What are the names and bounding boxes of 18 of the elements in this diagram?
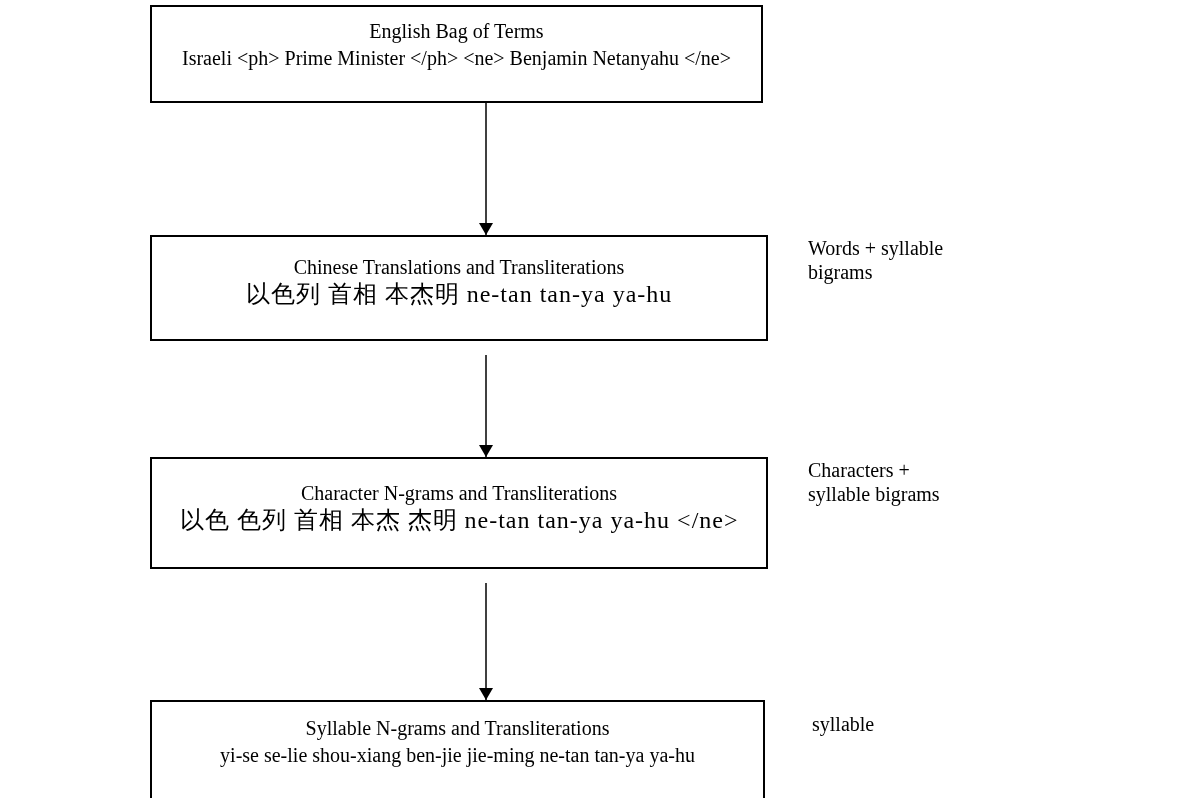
box-heading: Chinese Translations and Transliterations — [293, 255, 625, 279]
box-heading: Syllable N-grams and Transliterations — [305, 716, 610, 740]
side-note: syllable — [812, 712, 876, 736]
term-list: Israeli <ph> Prime Minister </ph> <ne> Benjamin Netanyahu </ne> — [182, 43, 731, 73]
box-heading: Character N-grams and Transliterations — [300, 481, 617, 505]
term-list: 以色 色列 首相 本杰 杰明 ne-tan tan-ya ya-hu </ne> — [179, 505, 739, 535]
arrow — [479, 582, 493, 701]
arrow — [479, 102, 493, 236]
process-box — [150, 457, 768, 569]
process-box — [150, 5, 763, 103]
box-heading: English Bag of Terms — [369, 19, 544, 43]
side-note: Words + syllable bigrams — [808, 236, 945, 284]
process-box — [150, 235, 768, 341]
term-list: yi-se se-lie shou-xiang ben-jie jie-ming ne-tan tan-ya ya-hu — [220, 740, 695, 770]
process-box — [150, 700, 765, 798]
term-list: 以色列 首相 本杰明 ne-tan tan-ya ya-hu — [245, 279, 673, 309]
side-note: Characters + syllable bigrams — [808, 458, 941, 506]
arrow — [479, 354, 493, 458]
